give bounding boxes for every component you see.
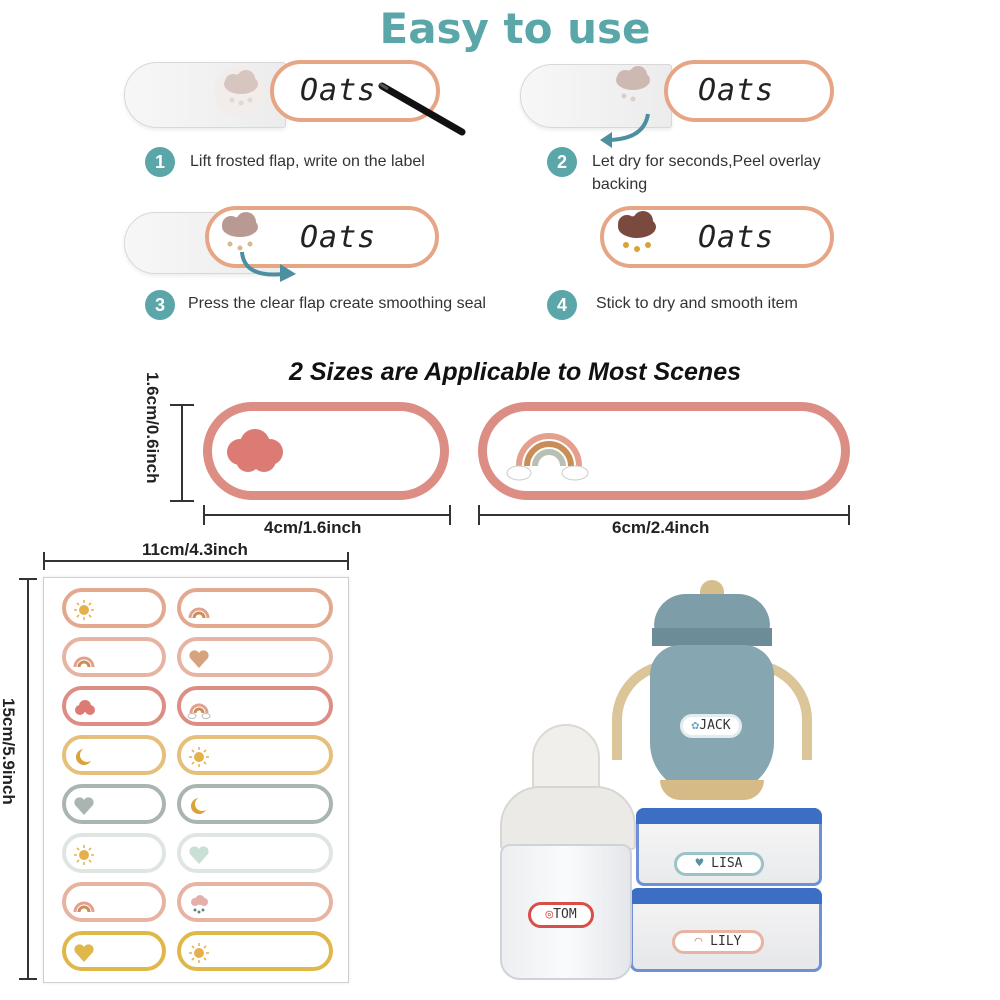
sheet-width-dimension: 11cm/4.3inch bbox=[142, 540, 248, 559]
cloud-icon bbox=[75, 700, 95, 715]
sheet-label-right bbox=[177, 588, 333, 628]
rain-cloud-icon bbox=[222, 212, 258, 251]
lisa-tag: ♥ LISA bbox=[674, 852, 764, 876]
sheet-label-left bbox=[62, 588, 166, 628]
sheet-label-right bbox=[177, 931, 333, 971]
sheet-label-left bbox=[62, 686, 166, 726]
step-2-badge: 2 bbox=[547, 147, 577, 177]
moon-icon bbox=[76, 748, 94, 765]
tom-tag-text: TOM bbox=[553, 907, 577, 922]
sheet-label-left bbox=[62, 931, 166, 971]
heart-icon bbox=[74, 944, 94, 962]
sheet-label-left bbox=[62, 784, 166, 824]
press-arrow-icon bbox=[240, 251, 296, 282]
step-3-text: Press the clear flap create smoothing se… bbox=[188, 295, 486, 312]
sheet-label-right bbox=[177, 833, 333, 873]
small-label-width: 4cm/1.6inch bbox=[264, 518, 362, 537]
oats-label-text: Oats bbox=[300, 220, 377, 255]
sheet-label-right bbox=[177, 686, 333, 726]
jack-tag-text: JACK bbox=[699, 718, 731, 733]
rainbow-cloud-icon bbox=[506, 433, 589, 481]
rain-cloud-icon bbox=[191, 895, 208, 914]
sun-icon bbox=[189, 943, 209, 963]
heart-icon bbox=[189, 650, 209, 668]
step-1-text: Lift frosted flap, write on the label bbox=[190, 153, 425, 170]
sun-icon bbox=[189, 747, 209, 767]
lily-tag-text: LILY bbox=[710, 934, 742, 949]
sheet-label-left bbox=[62, 735, 166, 775]
heart-icon bbox=[189, 846, 209, 864]
sun-icon bbox=[74, 600, 94, 620]
sizes-title: 2 Sizes are Applicable to Most Scenes bbox=[288, 358, 741, 386]
oats-label bbox=[664, 60, 834, 122]
rain-cloud-icon bbox=[224, 70, 258, 106]
sheet-label-right bbox=[177, 735, 333, 775]
step-1-badge: 1 bbox=[145, 147, 175, 177]
sheet-label-left bbox=[62, 833, 166, 873]
sheet-height-dimension: 15cm/5.9inch bbox=[0, 698, 18, 805]
page-title: Easy to use bbox=[379, 4, 651, 53]
large-label-width: 6cm/2.4inch bbox=[612, 518, 710, 537]
pen-icon bbox=[378, 82, 466, 136]
sheet-label-right bbox=[177, 882, 333, 922]
step-4-text: Stick to dry and smooth item bbox=[596, 295, 798, 312]
sheet-label-left bbox=[62, 882, 166, 922]
cloud-icon bbox=[227, 429, 283, 472]
step-4-badge: 4 bbox=[547, 290, 577, 320]
rain-cloud-icon bbox=[616, 66, 650, 102]
tom-tag: ◎TOM bbox=[528, 902, 594, 928]
rainbow-icon bbox=[73, 656, 95, 668]
oats-label bbox=[270, 60, 440, 122]
oats-label-text: Oats bbox=[698, 220, 775, 255]
step-3-badge: 3 bbox=[145, 290, 175, 320]
sheet-label-right bbox=[177, 637, 333, 677]
bottle-collar bbox=[500, 786, 636, 850]
sun-icon bbox=[74, 845, 94, 865]
lisa-tag-text: LISA bbox=[711, 856, 743, 871]
rainbow-cloud-icon bbox=[187, 703, 211, 719]
label-height-dimension: 1.6cm/0.6inch bbox=[143, 372, 162, 484]
step-2-text: Let dry for seconds,Peel overlay backing bbox=[592, 153, 821, 193]
rainbow-icon bbox=[188, 607, 210, 619]
peel-arrow-icon bbox=[600, 113, 650, 148]
heart-icon bbox=[74, 797, 94, 815]
bottle-nipple bbox=[532, 724, 600, 792]
sheet-label-right bbox=[177, 784, 333, 824]
lily-tag: ◠ LILY bbox=[672, 930, 764, 954]
oats-label-text: Oats bbox=[300, 73, 377, 108]
rainbow-icon bbox=[73, 901, 95, 913]
label-sheet bbox=[43, 577, 349, 983]
oats-label-text: Oats bbox=[698, 73, 775, 108]
sheet-label-left bbox=[62, 637, 166, 677]
rain-cloud-icon bbox=[618, 211, 656, 252]
moon-icon bbox=[191, 797, 209, 814]
large-label-sample bbox=[478, 402, 850, 500]
jack-tag: ✿JACK bbox=[680, 714, 742, 738]
